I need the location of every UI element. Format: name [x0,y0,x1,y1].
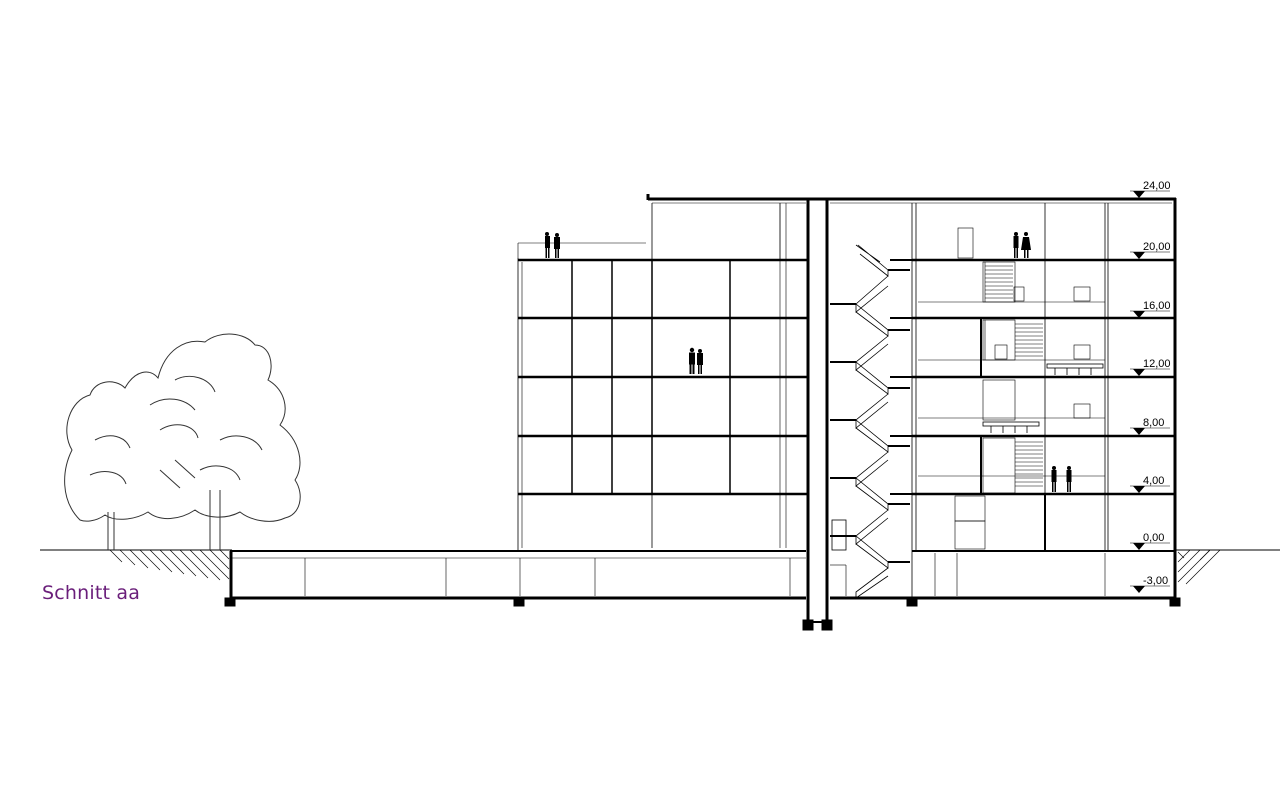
staircase [830,244,910,599]
drawing-title: Schnitt aa [42,582,141,604]
level-marker-4: 4,00 [1130,475,1170,493]
level-marker-minus-3: -3,00 [1130,575,1170,593]
tree [64,333,301,550]
level-marker-0: 0,00 [1130,532,1170,550]
person-group-roof-terrace [545,232,560,258]
level-marker-20: 20,00 [1130,241,1171,259]
ground [40,549,1280,585]
level-label: 24,00 [1143,180,1171,192]
person-group-top-right [1013,232,1031,258]
person-group-middle [689,347,703,374]
level-label: -3,00 [1143,575,1168,587]
level-markers: 24,00 20,00 16,00 12,00 8,00 4,00 [1130,180,1171,593]
level-label: 20,00 [1143,241,1171,253]
level-label: 12,00 [1143,358,1171,370]
level-label: 16,00 [1143,300,1171,312]
basement [224,198,1181,607]
level-label: 0,00 [1143,532,1164,544]
people [545,232,1072,492]
level-marker-24: 24,00 [1130,180,1171,198]
level-marker-8: 8,00 [1130,417,1170,435]
level-label: 4,00 [1143,475,1164,487]
person-group-lower-right [1051,466,1072,492]
level-label: 8,00 [1143,417,1164,429]
level-marker-12: 12,00 [1130,358,1171,376]
building-structure [517,194,1176,598]
level-marker-16: 16,00 [1130,300,1171,318]
core-shaft [802,200,833,631]
